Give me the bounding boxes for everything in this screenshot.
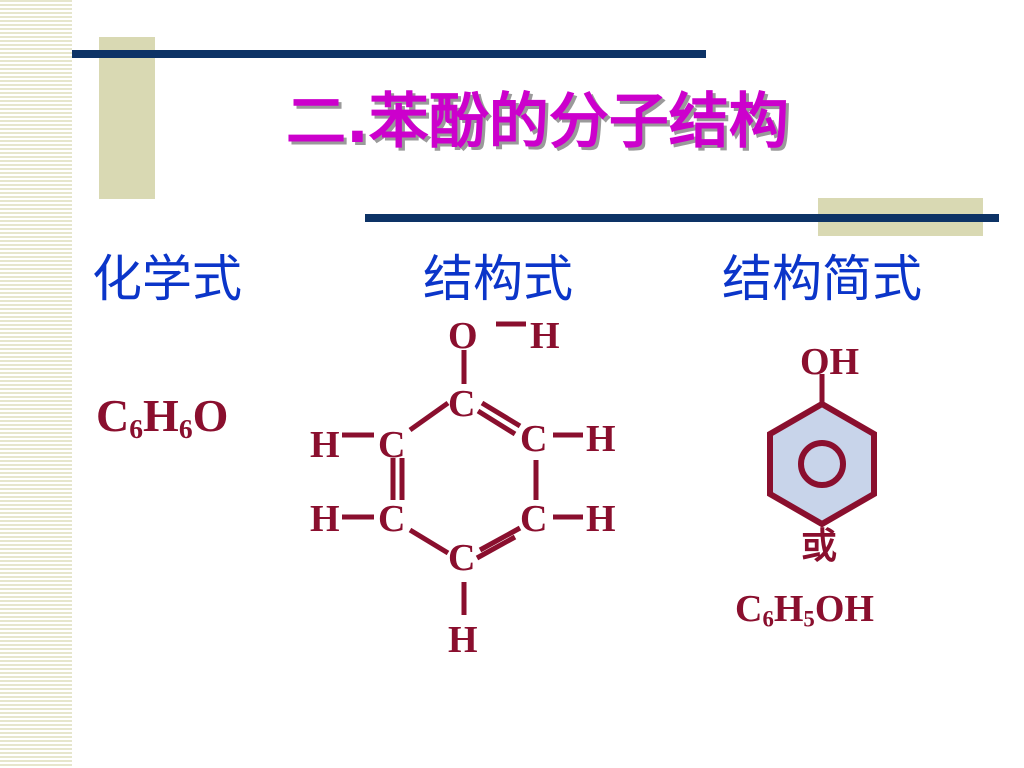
atom-h-bottom: H [448,619,478,661]
condensed-h: H [773,588,804,630]
atom-c-ll: C [378,498,405,540]
condensed-formula: C6H5OH [735,590,874,631]
atom-h-ul: H [310,424,340,466]
page-title: 二.苯酚的分子结构 [286,87,789,157]
condensed-c: C [735,588,763,630]
molecular-formula: C6H6O [96,390,229,444]
atom-h-ur: H [586,418,616,460]
formula-c-count: 6 [129,412,144,444]
atom-c-ur: C [520,418,547,460]
atom-h-oh: H [530,315,560,357]
bond-c-top-ur-b [476,408,517,437]
formula-c: C [96,390,130,441]
bond-c-ll-bottom [408,527,450,556]
formula-h-count: 6 [178,412,193,444]
bond-c-lr-bottom-b [475,534,517,561]
atom-c-ul: C [378,424,405,466]
left-stripe-decoration [0,0,72,768]
aromatic-circle [798,440,846,488]
atom-c-lr: C [520,498,547,540]
middle-rule [365,214,999,222]
atom-h-ll: H [310,498,340,540]
heading-condensed-formula: 结构简式 [722,250,922,308]
heading-structural-formula: 结构式 [423,250,573,308]
benzene-ring-diagram [767,374,877,528]
or-label: 或 [801,526,837,567]
atom-c-top: C [448,383,475,425]
atom-o: O [448,315,478,357]
atom-h-lr: H [586,498,616,540]
accent-block-top [99,37,155,199]
structural-formula-diagram [342,321,583,615]
condensed-h-count: 5 [803,606,815,632]
benzene-ring [767,400,877,528]
bond-c-top-ur-a [480,400,522,429]
atom-c-bottom: C [448,537,475,579]
bond-c-lr-bottom-a [478,525,522,553]
bond-c-top-ul [408,400,450,433]
formula-o: O [192,390,229,441]
structural-formula-atoms: O H C C C C C C H H H H H [310,315,616,661]
top-rule [72,50,706,58]
condensed-oh: OH [814,588,874,630]
oh-label: OH [800,341,859,383]
formula-h: H [143,390,179,441]
heading-molecular-formula: 化学式 [92,250,242,308]
condensed-c-count: 6 [762,606,774,632]
